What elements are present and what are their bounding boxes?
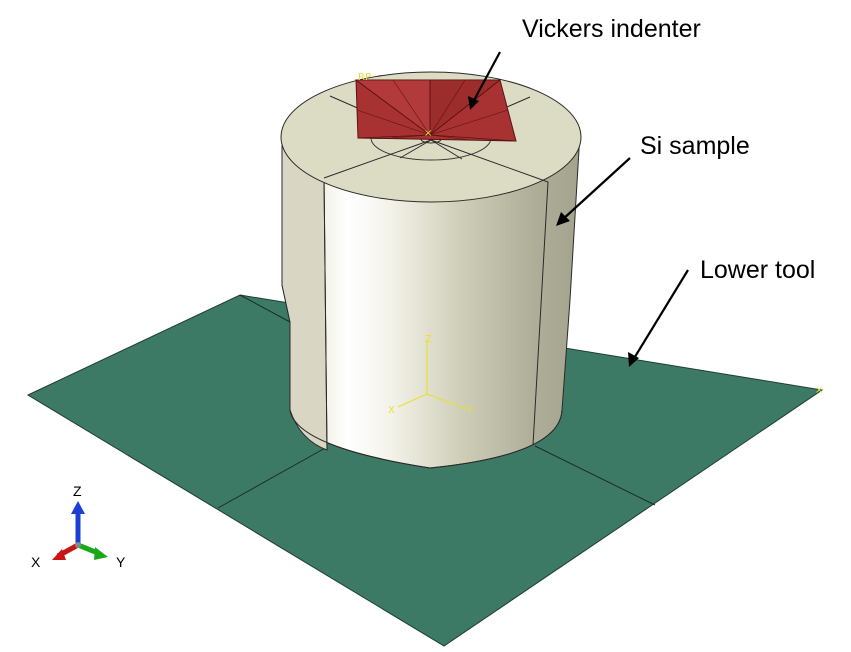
indenter-callout-arrow xyxy=(471,51,501,105)
lower-tool-callout-arrow xyxy=(632,269,689,361)
triad-z-label: Z xyxy=(73,483,82,499)
top-face-partition-line xyxy=(430,139,463,160)
triad-x-label: X xyxy=(31,554,41,570)
local-csys-x-label: X xyxy=(388,405,395,416)
sample-callout-arrow xyxy=(561,157,631,221)
sample-partition-line xyxy=(532,181,549,446)
plate-partition-line xyxy=(217,446,328,509)
sample-partition-line xyxy=(323,177,328,451)
top-face-partition-line xyxy=(399,139,432,159)
indenter-tip-marker: × xyxy=(424,128,432,139)
top-face-partition-line xyxy=(323,139,432,179)
plate-partition-line xyxy=(534,445,656,506)
global-axis-triad: Z X Y xyxy=(31,483,126,570)
vickers-indenter: RP × xyxy=(354,72,517,142)
plate-partition-line xyxy=(239,294,291,323)
si-sample-label: Si sample xyxy=(640,132,750,160)
si-sample-cylinder xyxy=(281,131,581,469)
vickers-indenter-label: Vickers indenter xyxy=(522,15,701,43)
top-face-partition-line xyxy=(430,139,549,183)
reference-point-label: RP xyxy=(358,72,371,83)
local-csys-y-label: Y xyxy=(466,405,474,416)
callout-arrows xyxy=(468,51,689,367)
triad-y-label: Y xyxy=(116,554,126,570)
lower-tool-plate xyxy=(26,285,824,647)
plate-corner-marker: × xyxy=(815,385,823,396)
local-csys: Z X Y xyxy=(388,334,474,416)
lower-tool-label: Lower tool xyxy=(700,256,815,284)
local-csys-z-label: Z xyxy=(425,334,432,345)
